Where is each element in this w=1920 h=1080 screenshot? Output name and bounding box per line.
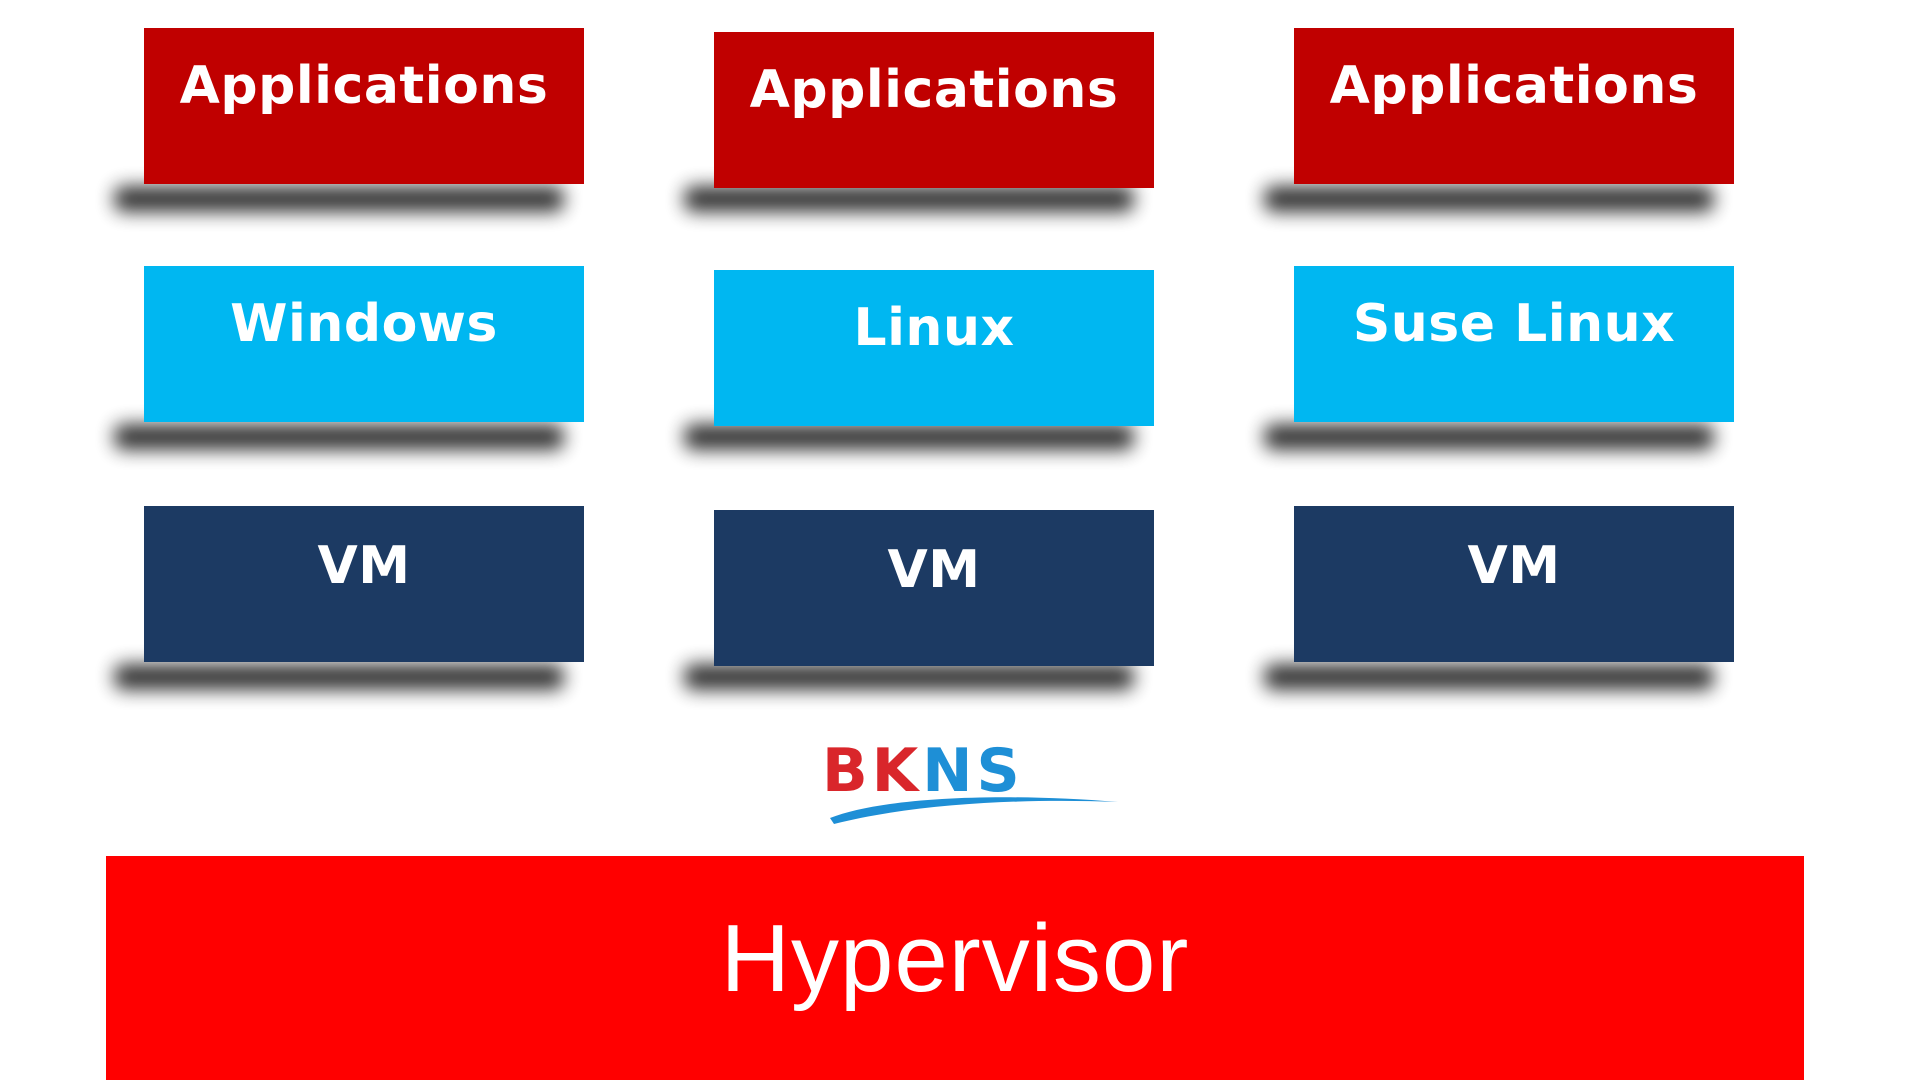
block-shadow (1264, 186, 1714, 212)
logo-wordmark: BKNS (822, 736, 1024, 806)
os-layer: Suse Linux (1264, 266, 1734, 466)
os-layer: Linux (684, 266, 1154, 466)
block-shadow (114, 424, 564, 450)
bkns-logo: BKNS (822, 736, 1122, 828)
block-shadow (114, 664, 564, 690)
block-shadow (684, 424, 1134, 450)
vm-stack-linux: Applications Linux VM (684, 0, 1154, 720)
logo-text-ns: NS (922, 736, 1024, 806)
os-block-suse-linux: Suse Linux (1294, 266, 1734, 422)
vm-block: VM (714, 510, 1154, 666)
vm-layer: VM (684, 506, 1154, 706)
block-shadow (1264, 664, 1714, 690)
os-block-linux: Linux (714, 270, 1154, 426)
applications-layer: Applications (684, 28, 1154, 228)
applications-layer: Applications (114, 28, 584, 228)
hypervisor-label: Hypervisor (720, 905, 1190, 1012)
vm-layer: VM (114, 506, 584, 706)
logo-text-bk: BK (822, 736, 923, 806)
hypervisor-layer: Hypervisor (106, 856, 1804, 1080)
vm-stack-suse-linux: Applications Suse Linux VM (1264, 0, 1734, 720)
os-layer: Windows (114, 266, 584, 466)
vm-stack-windows: Applications Windows VM (114, 0, 584, 720)
vm-block: VM (144, 506, 584, 662)
logo-swoosh-icon (830, 797, 1118, 824)
os-block-windows: Windows (144, 266, 584, 422)
applications-block: Applications (144, 28, 584, 184)
applications-layer: Applications (1264, 28, 1734, 228)
vm-block: VM (1294, 506, 1734, 662)
block-shadow (684, 664, 1134, 690)
applications-block: Applications (1294, 28, 1734, 184)
applications-block: Applications (714, 32, 1154, 188)
block-shadow (114, 186, 564, 212)
block-shadow (684, 186, 1134, 212)
vm-layer: VM (1264, 506, 1734, 706)
block-shadow (1264, 424, 1714, 450)
